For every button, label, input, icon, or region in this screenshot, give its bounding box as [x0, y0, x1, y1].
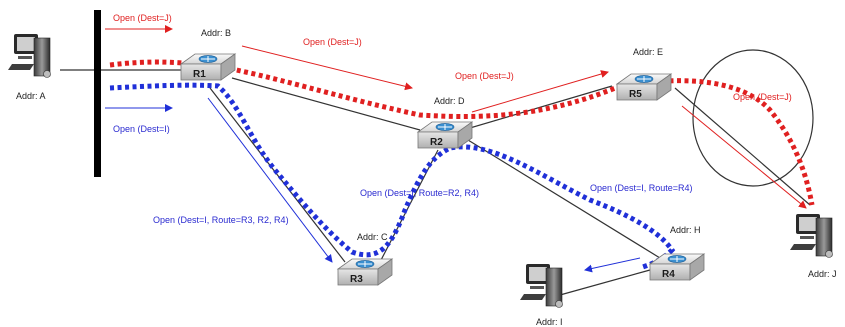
router-name: R2: [430, 137, 443, 148]
red-arrow-3: [471, 70, 609, 113]
router-icon: [615, 73, 673, 101]
router-r1-addr: Addr: B: [201, 28, 231, 38]
router-r3[interactable]: R3: [336, 258, 394, 286]
router-icon: [648, 253, 706, 281]
link-r2-r4: [467, 139, 661, 259]
link-r1-r2: [231, 77, 421, 131]
router-r4[interactable]: R4: [648, 253, 706, 281]
router-r2-addr: Addr: D: [434, 96, 465, 106]
host-i-addr: Addr: I: [536, 317, 563, 327]
msg-red-1: Open (Dest=J): [113, 13, 172, 23]
link-r2-r5: [469, 85, 613, 129]
router-r1[interactable]: R1: [179, 53, 237, 81]
link-r1-r3: [209, 87, 346, 263]
msg-red-3: Open (Dest=J): [455, 71, 514, 81]
msg-blue-2: Open (Dest=I, Route=R3, R2, R4): [153, 215, 289, 225]
router-r5[interactable]: R5: [615, 73, 673, 101]
router-r3-addr: Addr: C: [357, 232, 388, 242]
red-arrow-2: [241, 45, 413, 91]
computer-icon: [520, 264, 563, 308]
blue-arrows: [105, 97, 641, 273]
link-r4-i: [559, 269, 651, 296]
computer-icon: [8, 34, 51, 78]
ethernet-bus: [94, 10, 101, 177]
host-a[interactable]: [8, 34, 51, 78]
red-arrow-4: [681, 105, 807, 209]
router-r4-addr: Addr: H: [670, 225, 701, 235]
router-icon: [416, 121, 474, 149]
msg-blue-4: Open (Dest=I, Route=R4): [590, 183, 693, 193]
msg-red-2: Open (Dest=J): [303, 37, 362, 47]
computer-icon: [790, 214, 833, 258]
router-icon: [336, 258, 394, 286]
router-name: R1: [193, 69, 206, 80]
msg-red-4: Open (Dest=J): [733, 92, 792, 102]
msg-blue-1: Open (Dest=I): [113, 124, 170, 134]
host-j-addr: Addr: J: [808, 269, 837, 279]
blue-path: [109, 82, 676, 271]
red-arrows: [105, 25, 807, 209]
host-j[interactable]: [790, 214, 833, 258]
msg-blue-3: Open (Dest=I, Route=R2, R4): [360, 188, 479, 198]
router-r2[interactable]: R2: [416, 121, 474, 149]
link-r5-j: [674, 87, 811, 206]
blue-arrow-3: [584, 257, 641, 273]
router-icon: [179, 53, 237, 81]
host-i[interactable]: [520, 264, 563, 308]
router-name: R4: [662, 269, 675, 280]
blue-arrow-2: [207, 97, 333, 263]
host-a-addr: Addr: A: [16, 91, 46, 101]
router-r5-addr: Addr: E: [633, 47, 663, 57]
highlight-circle: [692, 49, 814, 187]
router-name: R3: [350, 274, 363, 285]
router-name: R5: [629, 89, 642, 100]
